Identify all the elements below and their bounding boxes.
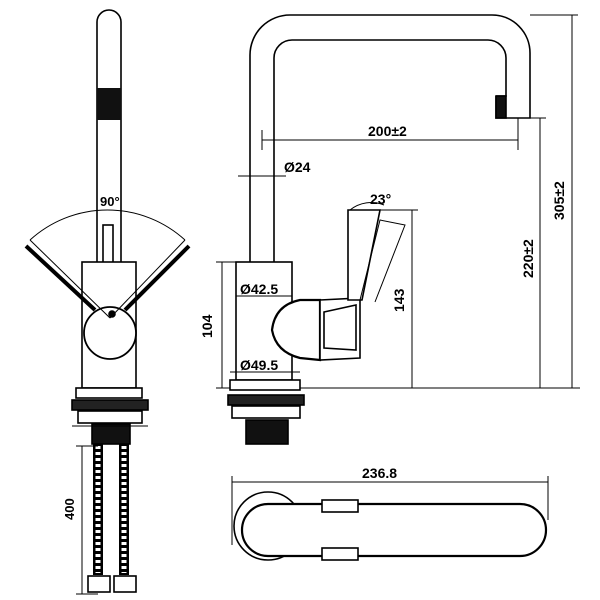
front-knob-screw — [108, 310, 116, 318]
side-spout-inner — [273, 39, 507, 262]
side-body-height-label: 104 — [199, 314, 215, 338]
front-hose-length-label: 400 — [62, 498, 77, 520]
front-angle-label: 90° — [100, 194, 120, 209]
side-lever-handle — [347, 209, 381, 301]
top-spout-outline — [240, 502, 548, 558]
front-threaded-shank — [91, 423, 131, 445]
side-spout-diameter-label: Ø24 — [284, 159, 311, 175]
side-lever-angle-arc — [349, 202, 385, 211]
front-spout — [96, 9, 122, 310]
side-lever-angle-label: 23° — [370, 191, 391, 207]
front-rotation-left-bar — [24, 244, 97, 312]
side-projection-label: 200±2 — [368, 123, 407, 139]
side-lever-tilt-ghost — [359, 219, 406, 303]
front-rotation-right-edge — [109, 239, 186, 319]
side-threaded-shank — [245, 419, 289, 445]
front-fitting-left — [87, 575, 111, 593]
side-mount-plate — [227, 394, 305, 406]
side-spout-height-label: 220±2 — [520, 239, 536, 278]
side-lever-height-label: 143 — [391, 288, 407, 312]
side-view — [216, 14, 580, 445]
front-spout-highlight — [97, 88, 121, 120]
front-base-plate — [75, 387, 143, 399]
front-mount-plate — [71, 399, 149, 411]
front-fitting-right — [113, 575, 137, 593]
side-spout-outer — [249, 14, 531, 262]
top-lever-bracket-top — [321, 499, 359, 513]
top-length-label: 236.8 — [362, 465, 397, 481]
side-overall-height-label: 305±2 — [551, 181, 567, 220]
side-base-plate — [229, 379, 301, 391]
front-rotation-left-edge — [29, 239, 111, 319]
top-lever-bracket-bottom — [321, 547, 359, 561]
front-rotation-right-bar — [123, 244, 191, 312]
side-aerator — [495, 95, 507, 119]
side-mount-lower — [231, 405, 301, 419]
front-view — [24, 9, 191, 595]
side-base-diameter-label: Ø49.5 — [240, 357, 278, 373]
front-rotation-arc — [29, 209, 186, 241]
side-lever-cap — [323, 304, 357, 351]
front-mount-lower — [77, 410, 143, 424]
side-body-diameter-label: Ø42.5 — [240, 281, 278, 297]
front-lever-knob — [83, 306, 137, 360]
top-view — [231, 476, 549, 561]
